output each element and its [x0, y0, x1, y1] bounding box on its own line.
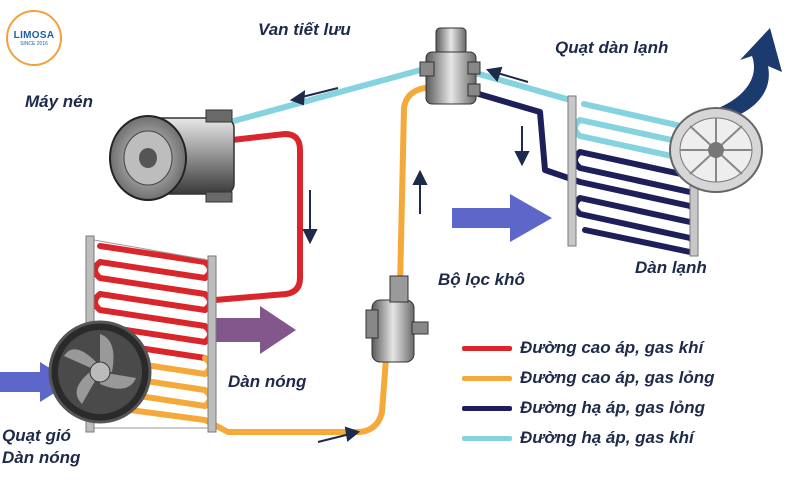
flow-arrow-icon: [289, 87, 339, 106]
flow-arrow-icon: [514, 126, 530, 167]
legend-label: Đường hạ áp, gas lỏng: [520, 398, 706, 417]
logo-tagline: SINCE 2016: [20, 40, 48, 47]
brand-logo: LIMOSA SINCE 2016: [6, 10, 62, 66]
condenser-fan-label: Quạt gió Dàn nóng: [2, 425, 80, 469]
flow-arrow-icon: [412, 169, 428, 214]
condenser-fan-icon: [48, 320, 152, 424]
legend-swatch: [462, 405, 512, 411]
airflow-arrow-icon: [708, 28, 782, 124]
legend-item: Đường cao áp, gas khí: [462, 335, 715, 361]
legend-swatch: [462, 375, 512, 381]
flow-arrow-icon: [486, 66, 529, 83]
legend-item: Đường cao áp, gas lỏng: [462, 365, 715, 391]
condenser-fan-label-line1: Quạt gió: [2, 426, 71, 445]
expansion-valve-label: Van tiết lưu: [258, 20, 351, 39]
legend-item: Đường hạ áp, gas lỏng: [462, 395, 715, 421]
legend-label: Đường cao áp, gas lỏng: [520, 368, 715, 387]
blower-fan-icon: [669, 107, 763, 193]
airflow-arrow-icon: [452, 194, 552, 242]
flow-arrow-icon: [317, 426, 361, 443]
compressor-label: Máy nén: [25, 92, 94, 111]
drier-label: Bộ lọc khô: [438, 270, 525, 289]
legend-label: Đường hạ áp, gas khí: [520, 428, 694, 447]
legend-swatch: [462, 435, 512, 441]
compressor-icon: [109, 109, 235, 203]
airflow-arrow-icon: [214, 306, 296, 354]
drier-filter-icon: [365, 275, 429, 363]
condenser-fan-label-line2: Dàn nóng: [2, 448, 81, 467]
logo-name: LIMOSA: [13, 29, 55, 41]
legend-label: Đường cao áp, gas khí: [520, 338, 704, 357]
expansion-valve-icon: [419, 27, 481, 105]
flow-arrow-icon: [302, 190, 318, 245]
evaporator-label: Dàn lạnh: [635, 258, 707, 277]
legend-swatch: [462, 345, 512, 351]
evaporator-fan-label: Quạt dàn lạnh: [555, 38, 669, 57]
legend: Đường cao áp, gas khí Đường cao áp, gas …: [462, 335, 715, 455]
legend-item: Đường hạ áp, gas khí: [462, 425, 715, 451]
condenser-label: Dàn nóng: [228, 372, 307, 391]
